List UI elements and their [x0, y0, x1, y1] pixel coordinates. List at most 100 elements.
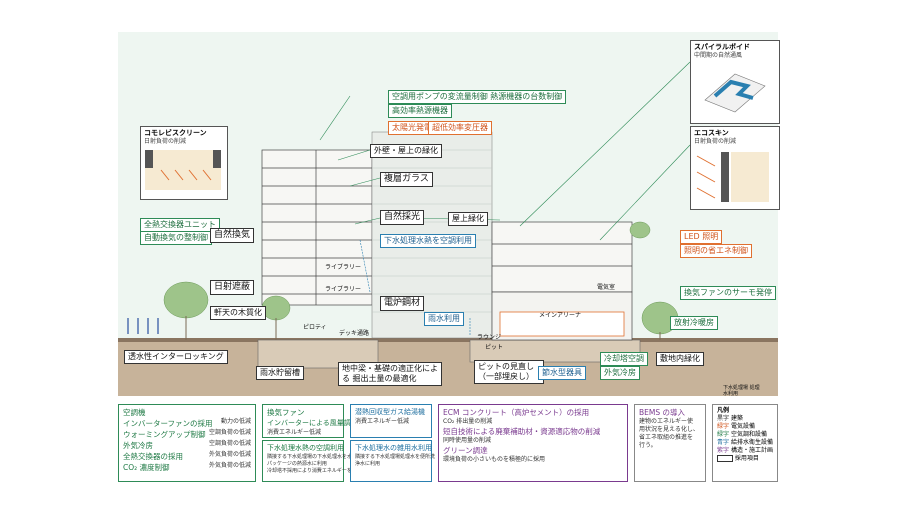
callout-heat-exchange-unit: 全熱交換器ユニット [140, 218, 220, 232]
komorebi-screen-subtitle: 日射負荷の削減 [144, 138, 187, 145]
label-pilotis: ピロティ [303, 324, 327, 331]
structure-note-1: CO₂ 排出量の削減 [443, 418, 493, 425]
callout-solar: 太陽光発電 [388, 121, 436, 135]
label-pit: ピット [485, 344, 504, 351]
legend-text: 空気調和設備 [730, 431, 767, 438]
legend-key: 緑字 [717, 431, 730, 438]
callout-natural-vent: 自然換気 [210, 228, 255, 243]
ac-item-name: インバーターファンの採用 [123, 419, 213, 428]
callout-outside-air: 外気冷房 [600, 366, 640, 380]
sewage-heat-title: 下水処理水熱の空調利用 [267, 444, 344, 452]
callout-sun-shading: 日射遮蔽 [210, 280, 255, 295]
structure-note-3: 環境負荷の小さいものを積極的に採用 [443, 456, 546, 463]
callout-double-glass: 複層ガラス [380, 172, 433, 187]
spiral-void-inset: スパイラルボイド 中間期の自然通風 [690, 40, 780, 124]
callout-high-eff-heat: 高効率熱源機器 [388, 104, 452, 118]
ac-item-name: 外気冷房 [123, 441, 153, 450]
gas-heater-title: 潜熱回収型ガス給湯機 [355, 408, 425, 416]
panel-ventilation-fan: 換気ファン インバーターによる風量調整 消費エネルギー低減 [262, 404, 358, 438]
legend-key: 緑字 [717, 423, 730, 430]
legend-text: 構造・施工計画 [730, 447, 773, 454]
callout-natural-light: 自然採光 [380, 210, 425, 225]
label-deck: デッキ通路 [339, 330, 370, 337]
legend-key: 青字 [717, 439, 730, 446]
panel-structure: ECM コンクリート（高炉セメント）の採用 CO₂ 排出量の削減 短自技術による… [438, 404, 628, 482]
ac-item-name: 全熱交換器の採用 [123, 452, 183, 461]
callout-sewage-heat: 下水処理水熱を空調利用 [380, 234, 476, 248]
panel-bems: BEMS の導入 建物のエネルギー使 用状況を見える化し、 省エネ取組の推進を … [634, 404, 706, 482]
sewage-water-title: 下水処理水の雑用水利用 [355, 444, 432, 452]
ac-item-name: CO₂ 濃度制御 [123, 463, 170, 472]
legend-row-2: 緑字 空気調和設備 [717, 431, 773, 439]
ac-item-note: 空調負荷の低減 [208, 440, 251, 447]
callout-eaves-wood: 軒天の木質化 [210, 306, 266, 320]
structure-note-2: 同時使用量の削減 [443, 437, 492, 444]
callout-radiant-cooling: 放射冷暖房 [670, 316, 718, 330]
spiral-void-title: スパイラルボイド [694, 43, 750, 51]
eco-skin-inset: エコスキン 日射負荷の削減 [690, 126, 780, 210]
ac-row-5: CO₂ 濃度制御外気負荷の低減 [123, 462, 251, 473]
callout-exterior-greening: 外壁・屋上の緑化 [370, 144, 442, 158]
vent-fan-note: 消費エネルギー低減 [267, 429, 322, 436]
panel-air-conditioning: 空調機 インバーターファンの採用動力の低減 ウォーミングアップ制御空調負荷の低減… [118, 404, 256, 482]
callout-lighting-control: 照明の省エネ制御 [680, 244, 752, 258]
legend-swatch [717, 455, 733, 462]
vent-fan-title-2: インバーターによる風量調整 [267, 419, 358, 427]
ac-row-3: 外気冷房 空調負荷の低減 [123, 440, 251, 451]
label-library: ライブラリー [325, 264, 362, 271]
ac-row-2: ウォーミングアップ制御空調負荷の低減 [123, 429, 251, 440]
structure-title-2: 短自技術による廃棄補助材・資源適応物の削減 [443, 427, 601, 436]
callout-rain-use: 雨水利用 [424, 312, 464, 326]
legend-row-5: 採用項目 [717, 455, 773, 463]
ac-row-1: インバーターファンの採用動力の低減 [123, 418, 251, 429]
panel-gas-water-heater: 潜熱回収型ガス給湯機 消費エネルギー低減 [350, 404, 432, 438]
panel-legend: 凡例 黒字 建築 緑字 電気設備 緑字 空気調和設備 青字 給排水衛生設備 紫字… [712, 404, 778, 482]
sewage-heat-note-3: 冷却塔不採用により消費エネルギーを低減 [267, 468, 362, 474]
legend-text: 電気設備 [730, 423, 755, 430]
callout-roof-greening: 屋上緑化 [448, 212, 488, 226]
legend-key: 黒字 [717, 415, 730, 422]
callout-pump-control: 空調用ポンプの変流量制御 熱源機器の台数制御 [388, 90, 567, 104]
label-lounge: ラウンジ [477, 334, 502, 341]
legend-row-4: 紫字 構造・施工計画 [717, 447, 773, 455]
callout-cooling-water: 冷却塔空調 [600, 352, 648, 366]
ac-item-note: 空調負荷の低減 [208, 429, 251, 436]
legend-row-3: 青字 給排水衛生設備 [717, 439, 773, 447]
vent-fan-title: 換気ファン [267, 408, 305, 417]
callout-elec-steel: 電炉鋼材 [380, 296, 425, 311]
callout-save-water: 節水型器具 [538, 366, 586, 380]
bems-body-3: 省エネ取組の推進を [639, 434, 694, 441]
callout-low-tube: 超低効率変圧器 [428, 121, 492, 135]
legend-text: 採用項目 [734, 455, 759, 462]
gas-heater-note: 消費エネルギー低減 [355, 418, 410, 425]
bems-body-1: 建物のエネルギー使 [639, 418, 694, 425]
sewage-water-note-2: 浄水に利用 [355, 461, 381, 467]
ac-item-note: 動力の低減 [220, 418, 251, 425]
sewage-water-note-1: 隣接する下水処理場処理水を便所洗 [355, 454, 436, 460]
bems-body-4: 行う。 [639, 442, 657, 449]
panel-sewage-water: 下水処理水の雑用水利用 隣接する下水処理場処理水を便所洗 浄水に利用 [350, 440, 436, 482]
legend-title: 凡例 [717, 407, 730, 414]
note-sewage-treatment: 下水処理場 処理水利用 [723, 385, 760, 397]
callout-led: LED 照明 [680, 230, 723, 244]
spiral-void-icon [704, 73, 766, 113]
legend-text: 給排水衛生設備 [730, 439, 773, 446]
callout-paving-greening: 敷地内緑化 [656, 352, 704, 366]
ac-row-4: 全熱交換器の採用 外気負荷の低減 [123, 451, 251, 462]
eco-skin-icon [696, 152, 769, 202]
structure-title-1: ECM コンクリート（高炉セメント）の採用 [443, 408, 590, 417]
komorebi-screen-title: コモレビスクリーン [144, 129, 207, 137]
eco-skin-title: エコスキン [694, 129, 729, 137]
komorebi-screen-icon [145, 150, 221, 190]
label-library-2: ライブラリー [325, 286, 362, 293]
callout-pit: ピットの見直し （一部埋戻し） [474, 360, 544, 384]
callout-excavation: 地中梁・基礎の適正化による 掘出土量の最適化 [338, 362, 442, 386]
ac-item-name: ウォーミングアップ制御 [123, 430, 206, 439]
legend-key: 紫字 [717, 447, 730, 454]
legend-row-1: 緑字 電気設備 [717, 423, 773, 431]
structure-title-3: グリーン調達 [443, 446, 488, 455]
label-elec-room: 電気室 [597, 284, 616, 291]
label-main-arena: メインアリーナ [539, 312, 582, 319]
ac-item-note: 外気負荷の低減 [208, 451, 251, 458]
